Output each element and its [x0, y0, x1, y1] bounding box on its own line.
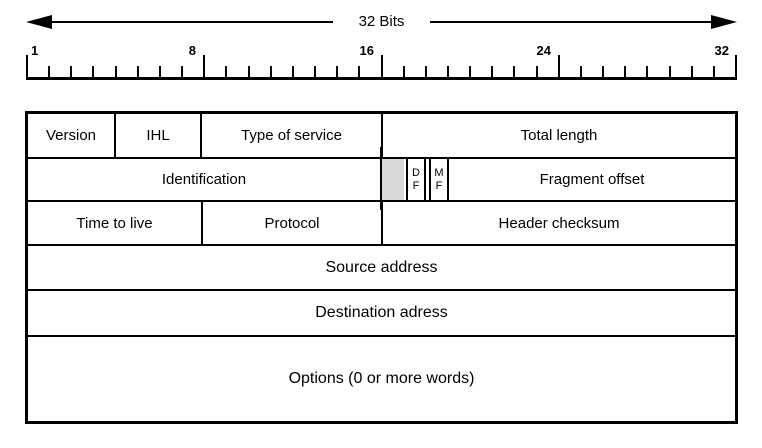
- ruler-tick-minor: [446, 66, 449, 77]
- ruler-tick-minor: [136, 66, 139, 77]
- ruler-tick-minor: [668, 66, 671, 77]
- ruler-tick-minor: [690, 66, 693, 77]
- cell-total-length: Total length: [520, 127, 598, 144]
- sixteen-bit-divider-line: [380, 147, 382, 210]
- bit-ruler: 1 8 16 24 32: [26, 44, 737, 80]
- cell-ihl: IHL: [116, 114, 202, 157]
- cell-mf-flag: M F: [429, 159, 449, 200]
- table-row-word5: Destination adress: [28, 291, 735, 337]
- ruler-tick-major: [203, 55, 206, 77]
- bits-width-arrow: 32 Bits: [26, 13, 738, 31]
- ruler-tick-minor: [424, 66, 427, 77]
- ruler-label-24: 24: [536, 43, 551, 58]
- ruler-tick-minor: [402, 66, 405, 77]
- ruler-tick-minor: [336, 66, 339, 77]
- ruler-tick-minor: [314, 66, 317, 77]
- cell-destination-address: Destination adress: [315, 304, 448, 321]
- cell-protocol: Protocol: [203, 202, 383, 244]
- arrow-line-right: [430, 21, 712, 23]
- mf-flag-letter-bottom: F: [435, 179, 443, 192]
- table-row-options: Options (0 or more words): [28, 337, 735, 421]
- ruler-tick-minor: [291, 66, 294, 77]
- ruler-tick-minor: [469, 66, 472, 77]
- cell-version: Version: [28, 114, 116, 157]
- ruler-label-1: 1: [31, 43, 39, 58]
- ruler-tick-minor: [535, 66, 538, 77]
- cell-type-of-service: Type of service: [202, 114, 383, 157]
- ruler-tick-major: [557, 55, 560, 77]
- df-flag-letter-top: D: [412, 166, 420, 179]
- arrowhead-right-icon: [711, 15, 738, 29]
- mf-flag-letter-top: M: [434, 166, 444, 179]
- ruler-tick-major: [26, 55, 28, 77]
- ruler-label-32: 32: [714, 43, 729, 58]
- ruler-tick-minor: [624, 66, 627, 77]
- ruler-label-16: 16: [359, 43, 374, 58]
- ruler-ticks: [26, 44, 737, 77]
- cell-options: Options (0 or more words): [288, 370, 475, 387]
- cell-source-address: Source address: [325, 258, 438, 276]
- cell-time-to-live: Time to live: [28, 202, 203, 244]
- arrowhead-left-icon: [26, 15, 52, 29]
- ruler-tick-minor: [712, 66, 715, 77]
- ruler-tick-minor: [247, 66, 250, 77]
- cell-reserved-flag: [382, 159, 404, 200]
- ruler-tick-minor: [513, 66, 516, 77]
- table-row-word4: Source address: [28, 246, 735, 291]
- ruler-tick-major: [380, 55, 383, 77]
- ruler-tick-minor: [114, 66, 117, 77]
- ruler-tick-minor: [48, 66, 51, 77]
- ruler-tick-minor: [646, 66, 649, 77]
- df-flag-letter-bottom: F: [412, 179, 420, 192]
- ruler-tick-minor: [491, 66, 494, 77]
- cell-header-checksum: Header checksum: [498, 214, 620, 232]
- ruler-tick-minor: [225, 66, 228, 77]
- ruler-tick-major: [735, 55, 737, 77]
- cell-identification: Identification: [28, 159, 382, 200]
- cell-df-flag: D F: [406, 159, 426, 200]
- table-row-word3: Time to live Protocol Header checksum: [28, 202, 735, 246]
- ruler-tick-minor: [158, 66, 161, 77]
- bits-arrow-label: 32 Bits: [358, 13, 405, 30]
- ruler-tick-minor: [269, 66, 272, 77]
- ruler-tick-minor: [358, 66, 361, 77]
- ruler-tick-minor: [181, 66, 184, 77]
- ruler-label-8: 8: [188, 43, 196, 58]
- ruler-tick-minor: [602, 66, 605, 77]
- ruler-tick-minor: [70, 66, 73, 77]
- cell-fragment-offset: Fragment offset: [539, 171, 645, 188]
- ruler-tick-minor: [579, 66, 582, 77]
- arrow-line-left: [52, 21, 333, 23]
- ruler-tick-minor: [92, 66, 95, 77]
